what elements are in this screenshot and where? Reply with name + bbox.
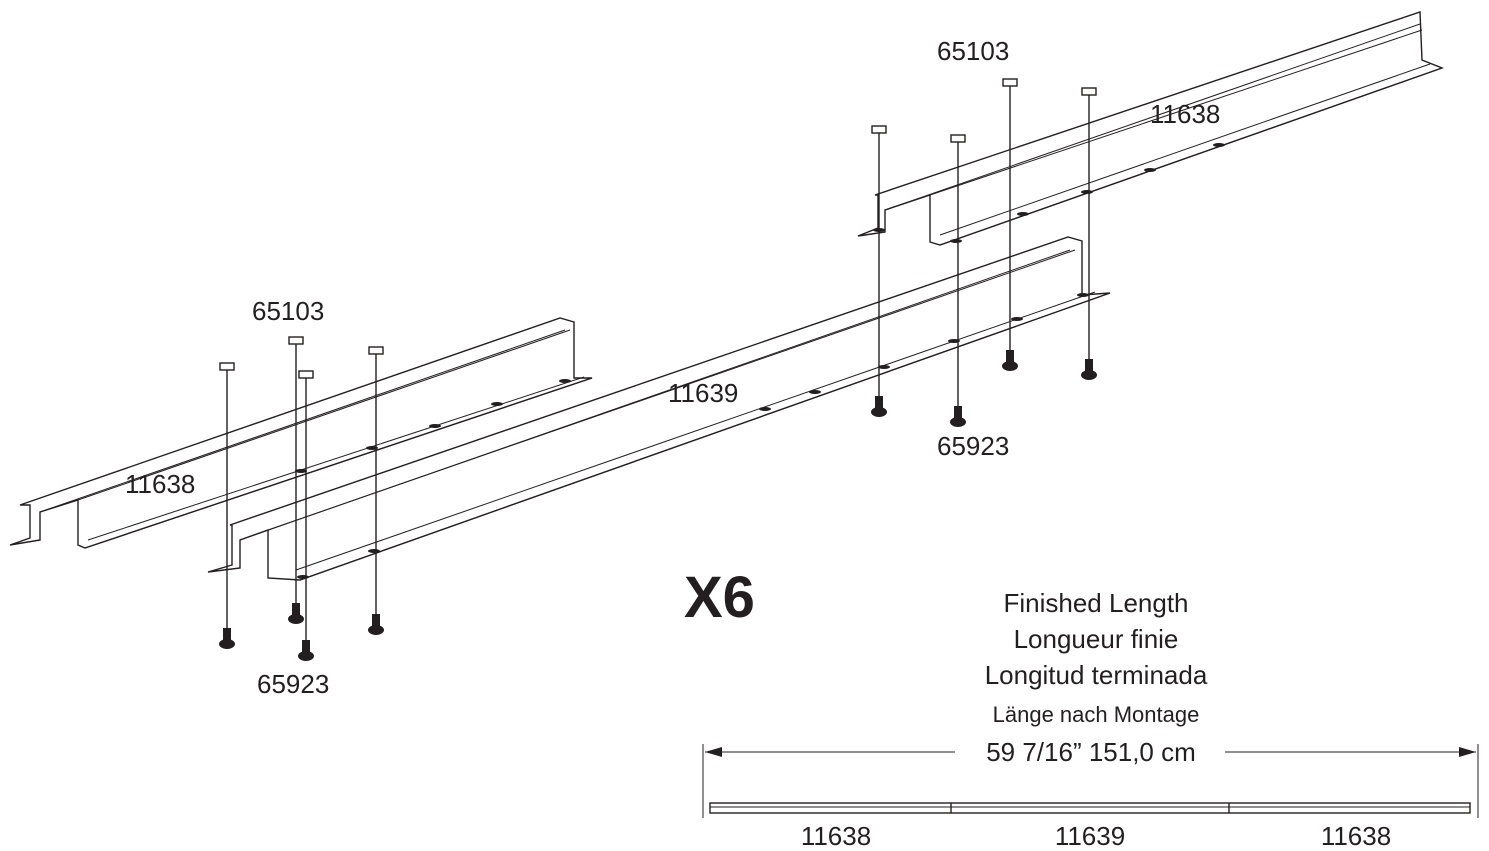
bolt-icon: [219, 362, 235, 640]
nut-icon: [219, 628, 235, 649]
assembly-bar-label-3: 11638: [1321, 821, 1391, 851]
nut-icon: [298, 640, 314, 661]
finished-length-en: Finished Length: [1003, 588, 1188, 618]
bolt-group: [219, 78, 1097, 648]
nut-icon: [871, 396, 887, 417]
part-label-rail-middle: 11639: [668, 378, 738, 408]
bolt-icon: [871, 125, 887, 405]
part-label-bolt-left: 65103: [252, 296, 324, 326]
part-label-rail-right: 11638: [1150, 99, 1220, 129]
part-label-nut-right: 65923: [937, 431, 1009, 461]
bolt-icon: [1002, 78, 1018, 360]
nut-icon: [1081, 359, 1097, 380]
rail-right-11638: [857, 11, 1444, 246]
assembly-bar-label-1: 11638: [801, 821, 871, 851]
dimension-value: 59 7/16” 151,0 cm: [986, 737, 1196, 767]
assembly-bar-label-2: 11639: [1055, 821, 1125, 851]
bolt-icon: [298, 370, 314, 648]
nut-icon: [288, 603, 304, 624]
quantity-label: X6: [684, 565, 755, 630]
nut-group: [219, 350, 1097, 661]
nut-icon: [1002, 350, 1018, 371]
bolt-icon: [950, 134, 966, 415]
assembly-bar: [709, 802, 1471, 814]
finished-length-fr: Longueur finie: [1014, 624, 1179, 654]
rail-left-11638: [9, 317, 593, 549]
bolt-icon: [1081, 87, 1097, 368]
dimension-line: [702, 744, 1479, 818]
part-label-rail-left: 11638: [125, 469, 195, 499]
dimension-text-knockout: [980, 737, 1202, 767]
finished-length-es: Longitud terminada: [985, 660, 1208, 690]
bolt-icon: [368, 346, 384, 622]
finished-length-de: Länge nach Montage: [993, 702, 1200, 727]
part-label-bolt-top: 65103: [937, 36, 1009, 66]
bolt-icon: [288, 336, 304, 610]
rail-middle-11639: [207, 236, 1111, 581]
part-label-nut-left: 65923: [257, 669, 329, 699]
nut-icon: [950, 406, 966, 427]
nut-icon: [368, 614, 384, 635]
